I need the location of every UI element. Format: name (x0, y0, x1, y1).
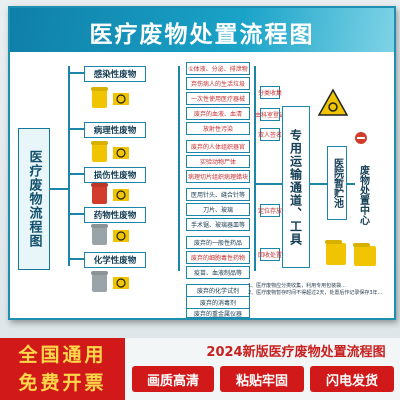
biohazard-icon (112, 227, 130, 245)
temporary-storage-box: 医院暂贮池 (327, 146, 347, 220)
notes: 1、医疗废物应分类收集，利用专用包装袋... 2、医疗废物暂存时间不得超过2天，… (248, 283, 388, 297)
step-box: 病理切片组织病理蜡块 (186, 170, 250, 183)
category-infectious: 感染性废物 (84, 66, 146, 82)
poster-board: 医疗废物处置流程图 医疗废物流程图 感染性废物 病理性废物 损伤性废物 药物性废… (8, 6, 396, 320)
tag-hd-quality: 画质高清 (132, 366, 214, 392)
note-line: 2、医疗废物暂存时间不得超过2天，处置后作记录保存3年... (248, 290, 383, 296)
waste-bin-icon (92, 186, 107, 204)
connector-route-temp (308, 183, 327, 185)
note-line: 1、医疗废物应分类收集，利用专用包装袋... (248, 283, 346, 289)
step-box: 废弃的细胞毒性药物 (186, 251, 250, 264)
category-chemical: 化学性废物 (84, 252, 146, 268)
connector-to-route (256, 183, 282, 185)
biohazard-icon (112, 90, 130, 108)
step-box: 废弃的血液、血清 (186, 107, 250, 120)
promo-line-2: 免费开票 (18, 372, 107, 394)
connector-main-vertical (68, 66, 70, 266)
step-box: 刀片、玻璃 (186, 203, 250, 216)
step-box: 实验动物尸体 (186, 155, 250, 168)
step-box: 疫苗、血液制品等 (186, 266, 250, 279)
connector-left-h (49, 188, 69, 190)
no-entry-icon (354, 130, 368, 144)
process-box: 回收处置 (258, 248, 282, 261)
category-pharmaceutical: 药物性废物 (84, 207, 146, 223)
transport-route-box: 专用运输通道、工具 (282, 106, 310, 268)
biohazard-icon (112, 186, 130, 204)
process-box: 双人签名 (258, 128, 282, 141)
step-box: 手术锯、玻璃器皿等 (186, 218, 250, 231)
left-label-box: 医疗废物流程图 (18, 128, 50, 270)
poster-title: 医疗废物处置流程图 (89, 22, 315, 48)
biohazard-icon (112, 144, 130, 162)
connector-cat1 (69, 72, 84, 74)
temporary-storage-label: 医院暂贮池 (331, 158, 343, 208)
connector-mid2-vertical (254, 66, 256, 271)
process-box: 由科室登记 (255, 108, 285, 121)
tag-fast-shipping: 闪电发货 (310, 366, 394, 392)
step-box: 废弃的一般性药品 (186, 236, 250, 249)
waste-bin-icon (354, 246, 376, 266)
waste-bin-icon (92, 90, 107, 108)
connector-mid-vertical (178, 66, 180, 271)
step-box: 放射性污染 (186, 122, 250, 135)
connector-cat4 (69, 213, 84, 215)
disposal-center-label: 废物处置中心 (357, 165, 369, 225)
hazard-warning-icon (317, 88, 349, 118)
disposal-center-box: 废物处置中心 (355, 153, 371, 237)
tag-firm-adhesion: 粘贴牢固 (220, 366, 304, 392)
category-pathological: 病理性废物 (84, 122, 146, 138)
step-box: ①体液、分泌、排泄物 (186, 62, 250, 75)
waste-bin-icon (92, 144, 107, 162)
step-box: 医用针头、缝合针等 (186, 188, 250, 201)
left-label: 医疗废物流程图 (26, 150, 42, 248)
step-box: 废弃的人体组织器官 (186, 140, 250, 153)
process-box: 定位存放 (258, 204, 282, 217)
step-box: 废弃的重金属仪器 (186, 308, 250, 318)
category-sharps: 损伤性废物 (84, 167, 146, 183)
waste-bin-icon (92, 274, 107, 292)
waste-bin-icon (92, 227, 107, 245)
poster-header (10, 8, 394, 52)
connector-cat3 (69, 173, 84, 175)
connector-temp-center (345, 183, 355, 185)
biohazard-icon (112, 274, 130, 292)
connector-cat2 (69, 128, 84, 130)
waste-bin-icon (326, 243, 346, 265)
connector-cat5 (69, 258, 84, 260)
process-box: 分类收集 (258, 86, 282, 99)
step-box: 弃伤病人的生活垃圾 (186, 77, 250, 90)
promo-red-panel: 全国通用 免费开票 (0, 338, 125, 400)
promo-line-1: 全国通用 (18, 344, 107, 366)
version-label: 2024新版医疗废物处置流程图 (206, 345, 386, 360)
step-box: 一次性使用医疗器械 (186, 92, 250, 105)
transport-route-label: 专用运输通道、工具 (288, 128, 303, 246)
